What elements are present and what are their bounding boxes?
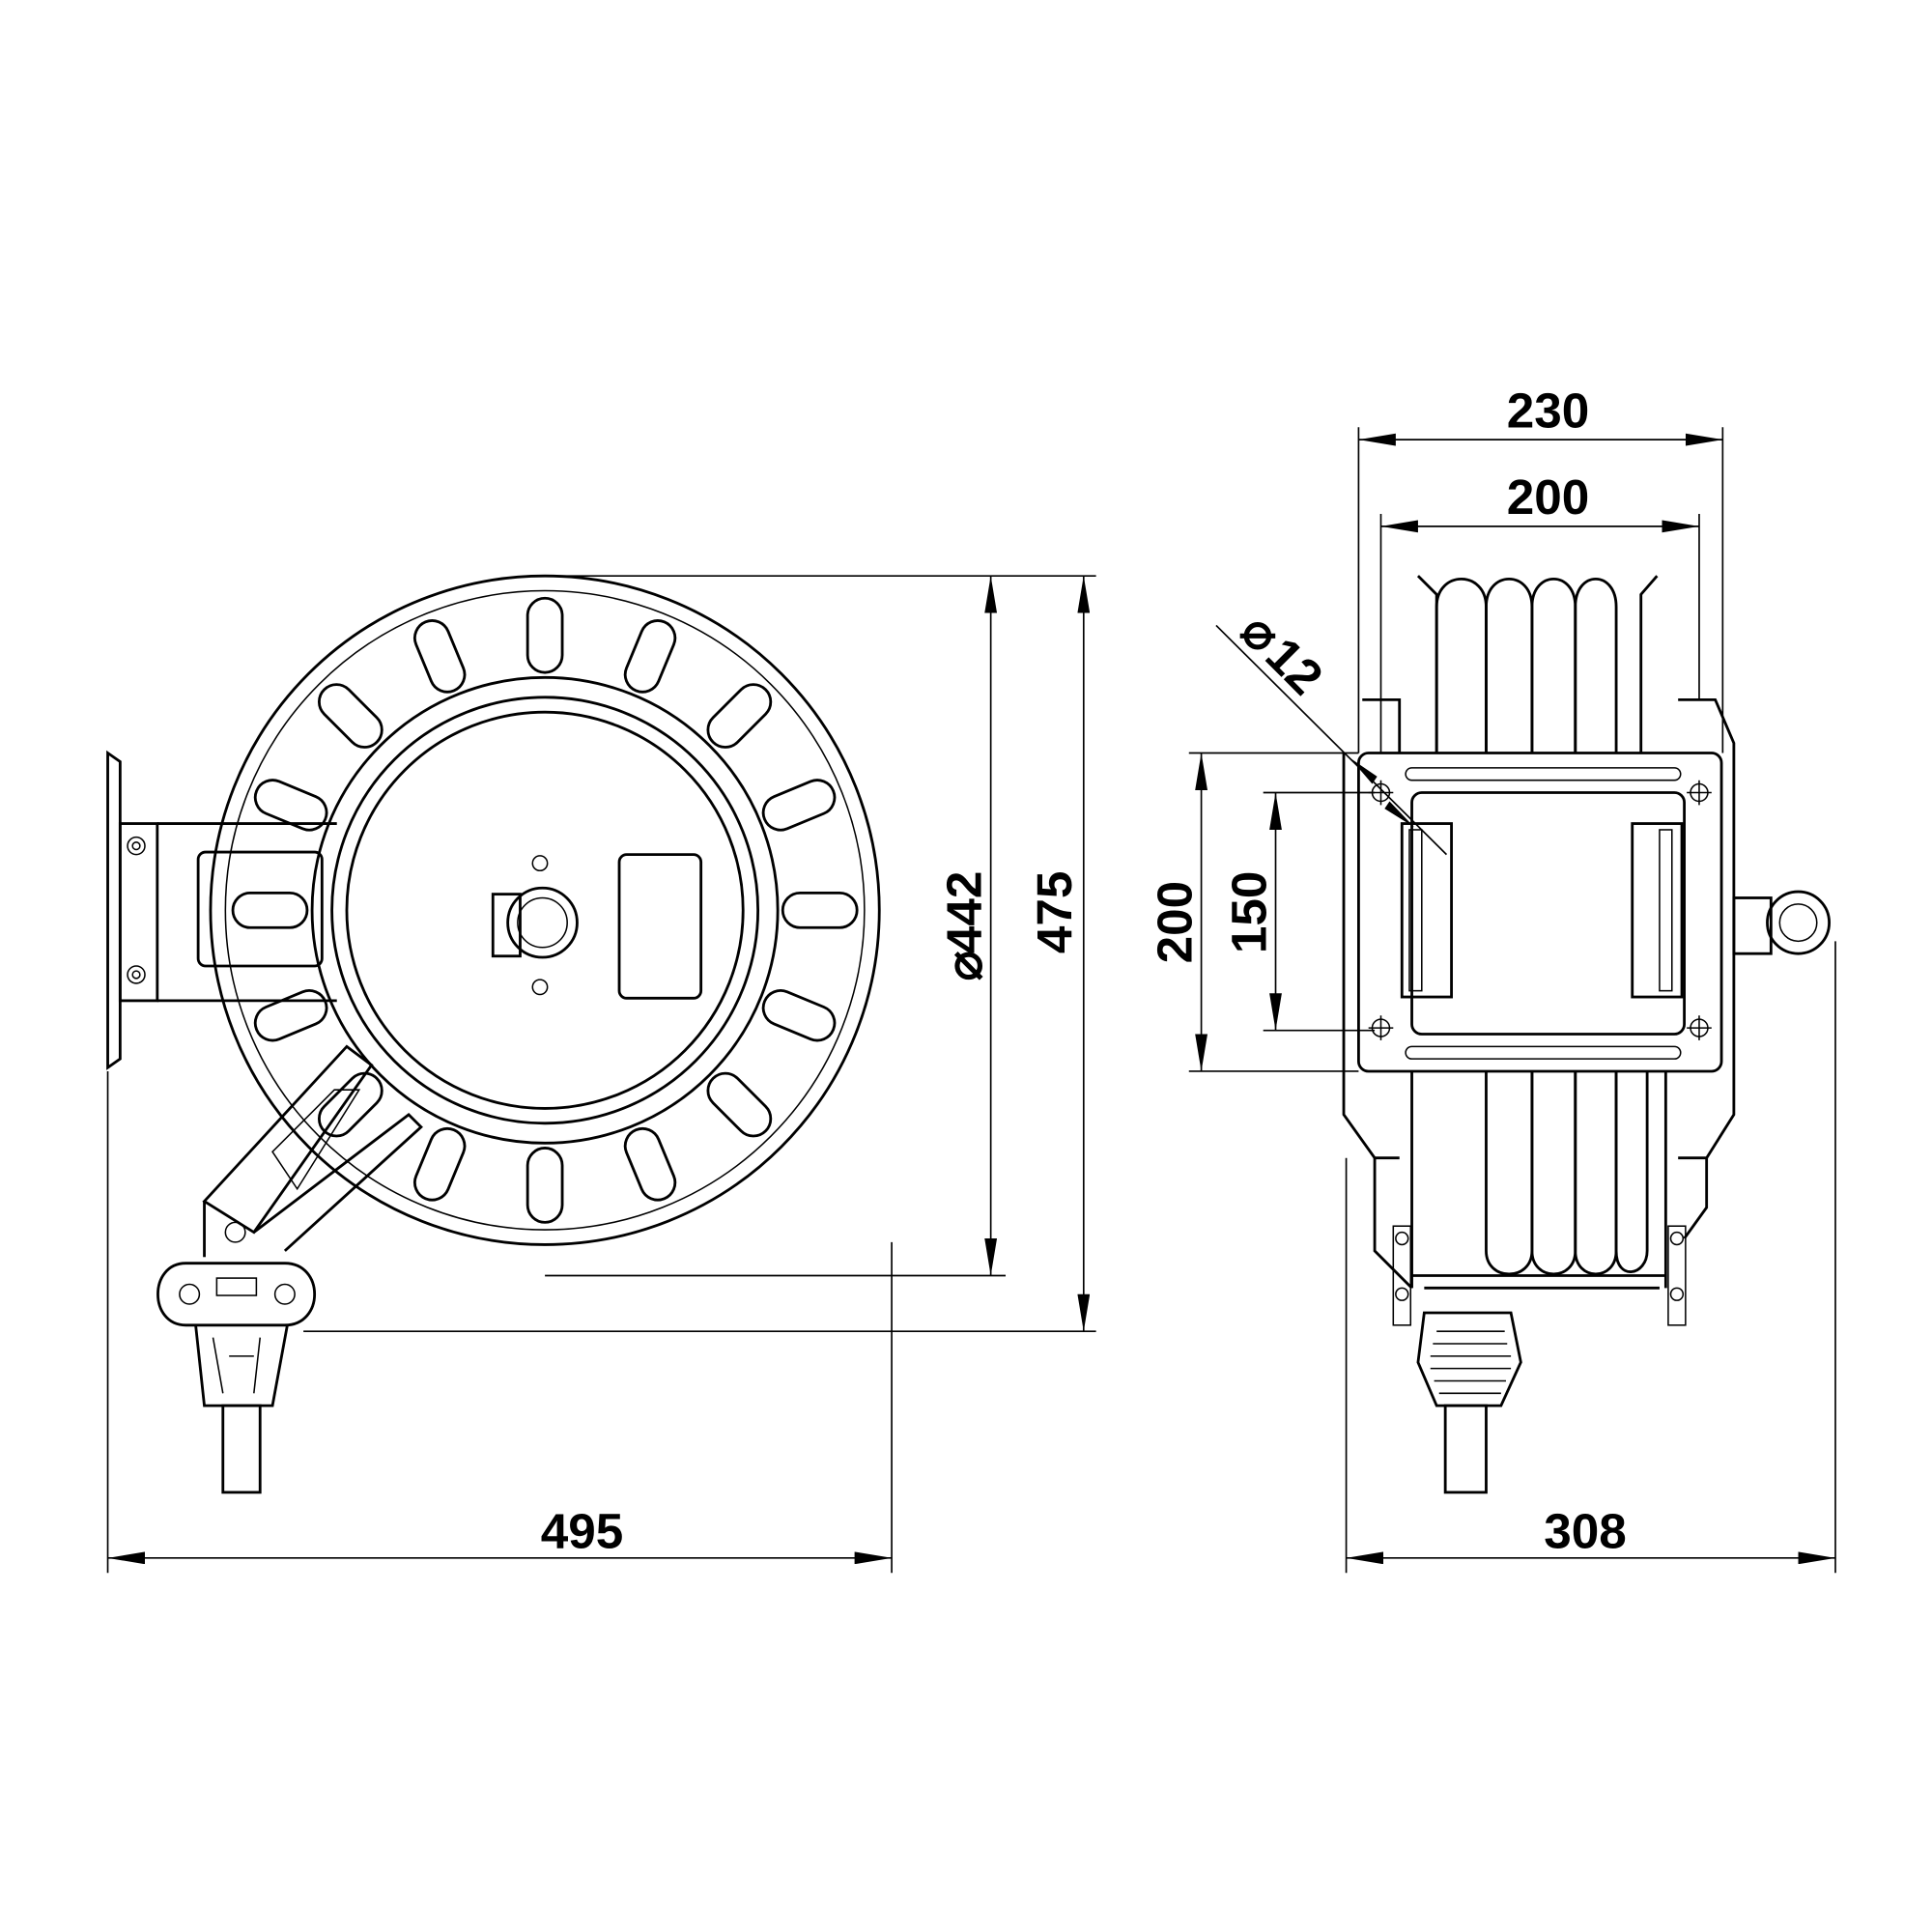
dim-outer-width-label: 230 xyxy=(1507,383,1590,438)
reel-slot xyxy=(781,891,859,929)
mounting-holes xyxy=(1368,780,1712,1040)
reel-slot xyxy=(317,683,384,749)
reel-slot xyxy=(412,1126,467,1202)
dim-hole-spacing-label: 150 xyxy=(1221,871,1276,954)
dim-plate-height-label: 200 xyxy=(1147,881,1202,964)
reel-slot xyxy=(526,1147,564,1224)
reel-slot xyxy=(761,989,837,1042)
dim-leader-12 xyxy=(1215,624,1448,856)
reel-hub xyxy=(491,855,579,996)
reel-slot xyxy=(253,989,328,1042)
reel-slot xyxy=(706,683,773,749)
front-view: 495 ⌀ 442 475 xyxy=(106,574,1096,1574)
dim-total-depth-label: 308 xyxy=(1544,1504,1627,1559)
crank-handle xyxy=(1732,890,1832,955)
reel-slot xyxy=(623,1126,677,1202)
wall-bracket xyxy=(106,750,337,1070)
label-plate xyxy=(617,853,703,1000)
reel-slots xyxy=(231,596,859,1224)
diameter-symbol: ⌀ xyxy=(936,951,991,980)
side-view: 230 200 200 150 ⌀ 12 308 xyxy=(1147,383,1836,1574)
dim-inner-width-label: 200 xyxy=(1507,469,1590,525)
hose-coils xyxy=(1435,577,1649,1276)
reel-slot xyxy=(253,779,328,832)
dim-width-label: 495 xyxy=(541,1504,624,1559)
reel-slot xyxy=(526,596,564,674)
reel-slot xyxy=(231,891,309,929)
bottom-hose-guide xyxy=(1416,1311,1522,1494)
swing-arm xyxy=(202,1044,423,1258)
reel-slot xyxy=(761,779,837,832)
dim-reel-diameter-label: 442 xyxy=(936,871,991,954)
hose-guide xyxy=(156,1262,316,1494)
mounting-plate xyxy=(1357,752,1723,1073)
reel-slot xyxy=(706,1071,773,1138)
dim-height-label: 475 xyxy=(1027,871,1082,954)
reel-drum xyxy=(209,574,881,1246)
reel-slot xyxy=(623,619,677,694)
reel-slot xyxy=(412,619,467,694)
